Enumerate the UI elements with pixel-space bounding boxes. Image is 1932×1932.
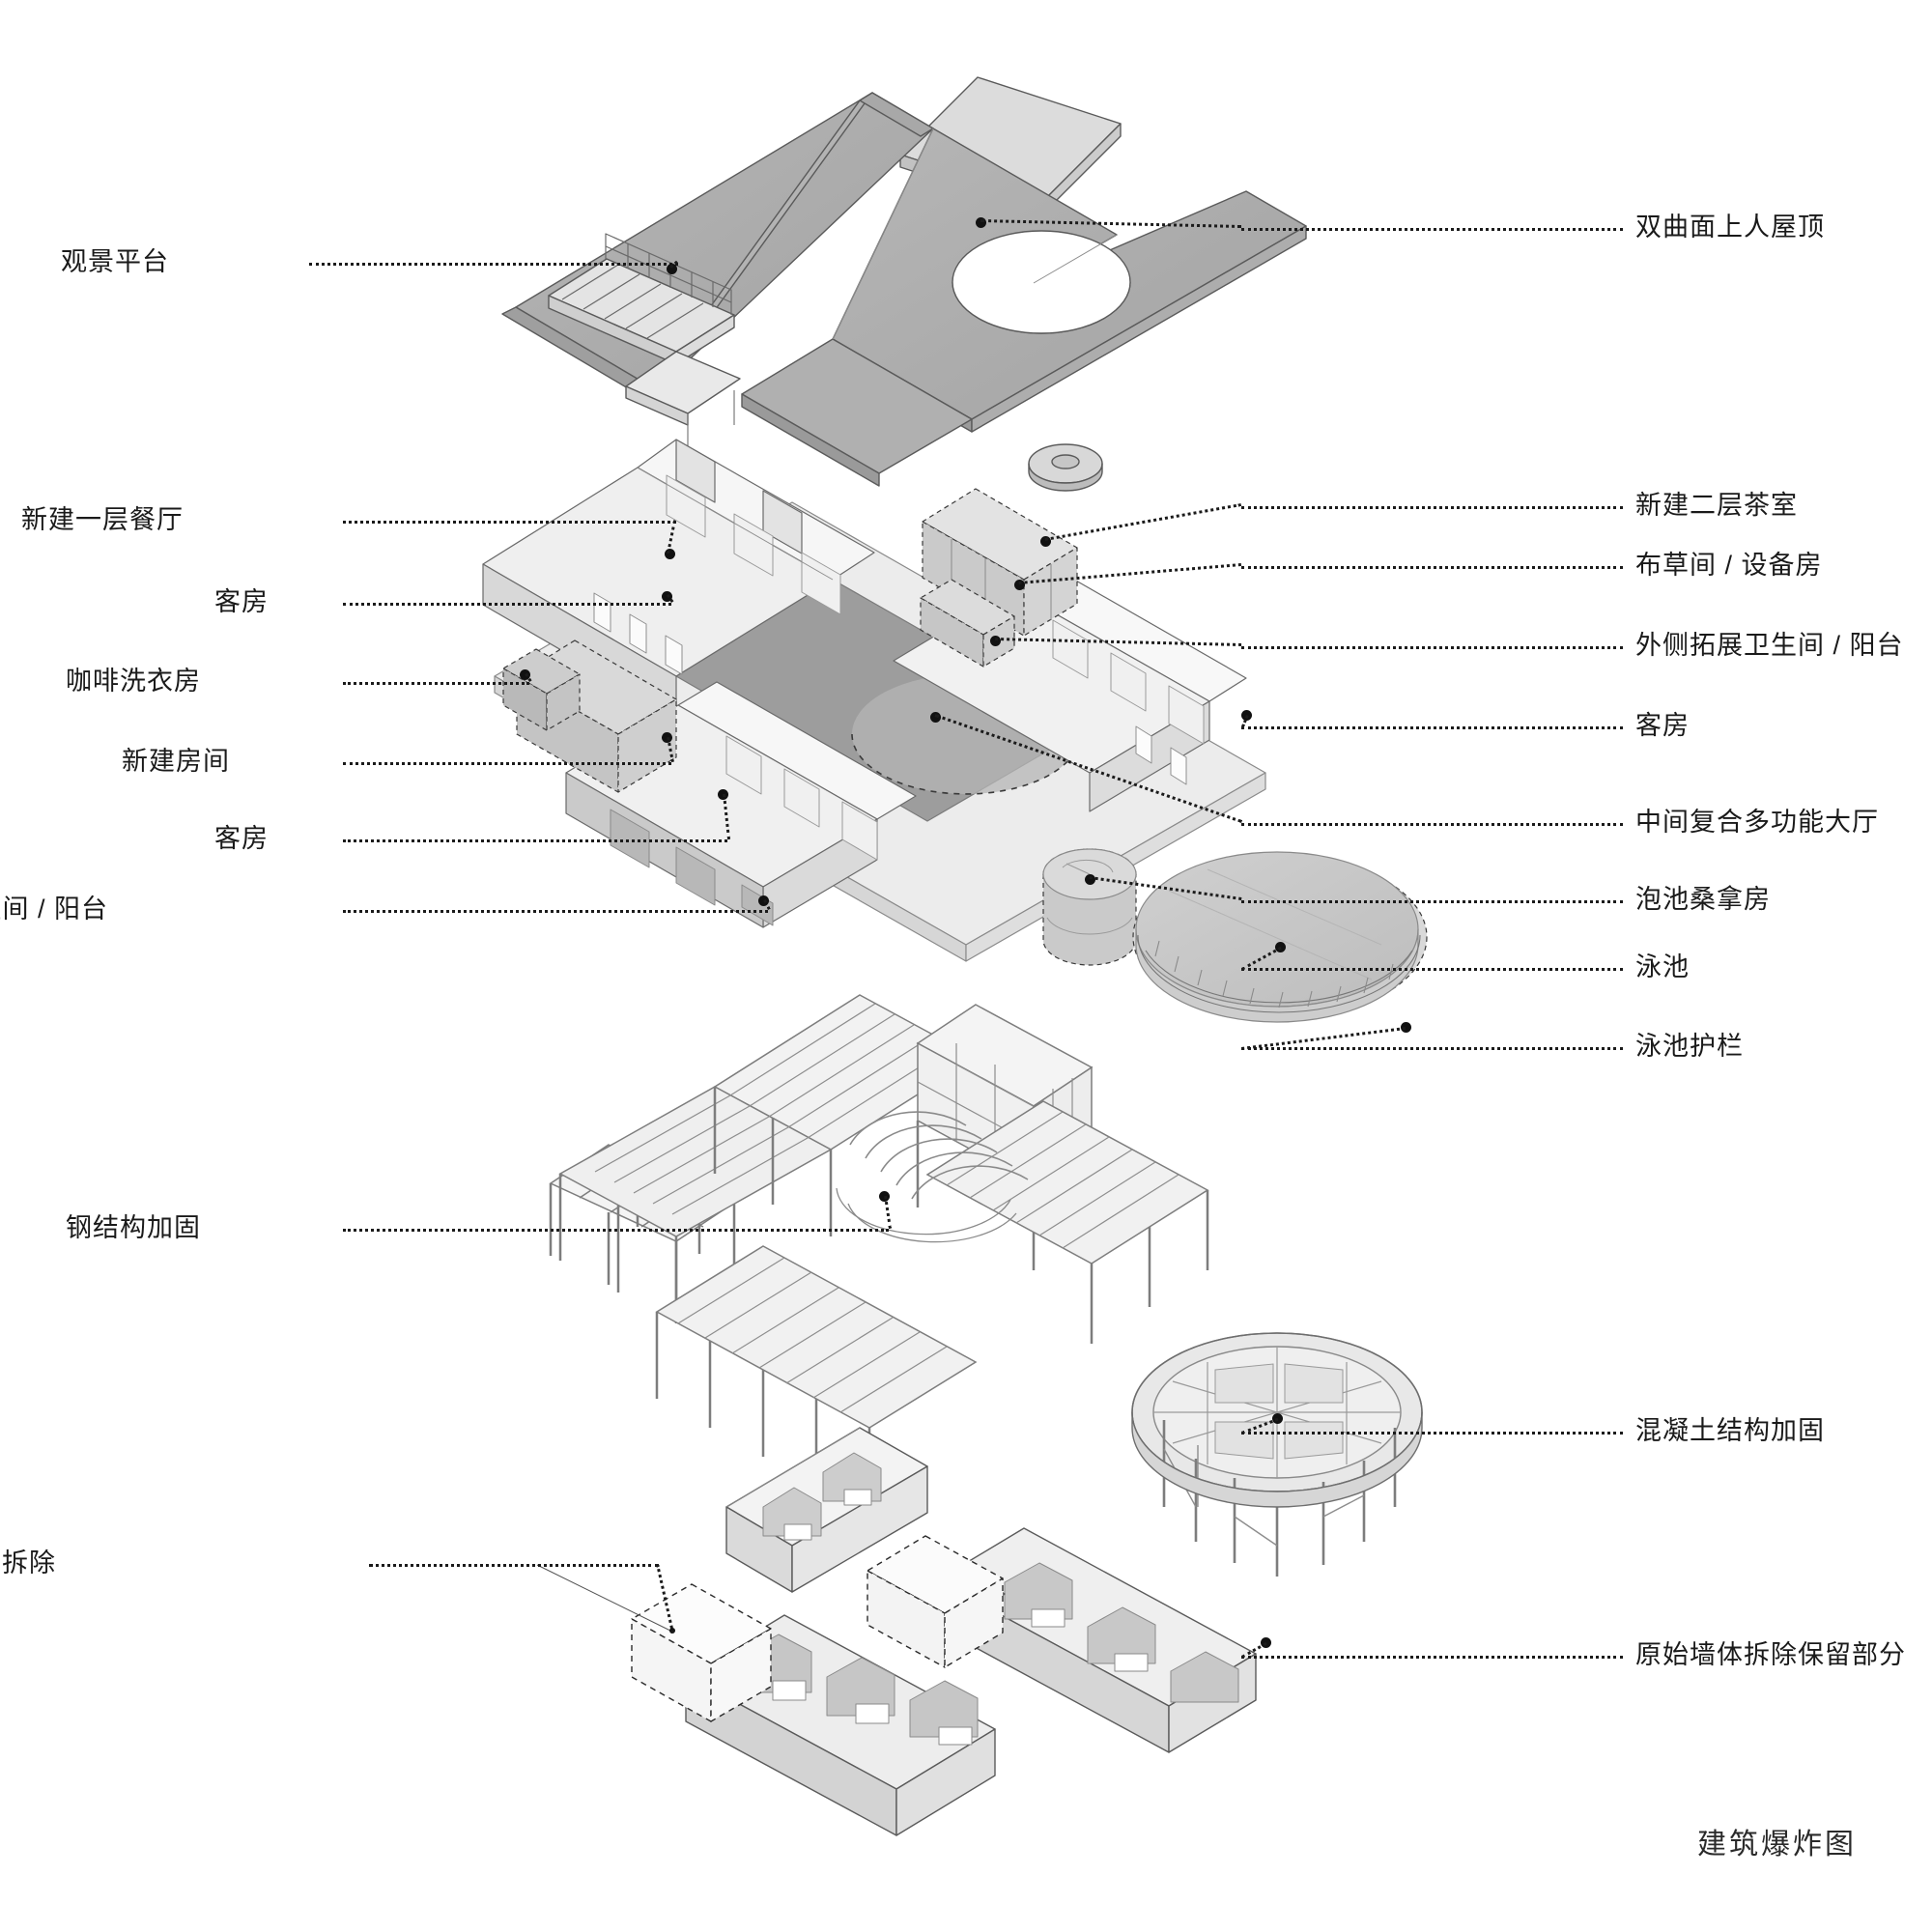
- callout-dot-linen-equipment-room: [1014, 580, 1025, 590]
- callout-leader-steel-reinforcement: [343, 1229, 889, 1232]
- callout-label-outer-bathroom-balcony-right: 外侧拓展卫生间 / 阳台: [1635, 631, 1904, 660]
- roof-hyperbolic-main: [741, 128, 1307, 487]
- diagram-title: 建筑爆炸图: [1697, 1829, 1857, 1861]
- callout-dot-original-wall-retained: [1261, 1637, 1271, 1648]
- callout-label-guestroom-left-1: 客房: [214, 587, 269, 616]
- steel-frame-northwest: [558, 994, 978, 1323]
- callout-dot-pool-railing: [1401, 1022, 1411, 1033]
- callout-dot-outer-bathroom-balcony-left: [758, 895, 769, 906]
- callout-leader-hyperbolic-roof: [1241, 228, 1623, 231]
- layer-concrete-reinforcement: [1131, 1332, 1423, 1577]
- callout-leader-demolition-unstable: [369, 1564, 659, 1567]
- callout-dot-concrete-reinforcement: [1272, 1413, 1283, 1424]
- callout-leader-viewing-platform: [309, 263, 678, 266]
- callout-label-cafe-laundry: 咖啡洗衣房: [66, 667, 201, 696]
- callout-label-guestroom-left-2: 客房: [214, 824, 269, 853]
- callout-label-new-first-floor-dining: 新建一层餐厅: [21, 505, 184, 534]
- callout-leader-outer-bathroom-balcony-right: [1241, 646, 1623, 649]
- callout-dot-new-room: [662, 732, 672, 743]
- callout-leader-hot-tub-sauna: [1241, 900, 1623, 903]
- steel-vault-ribs: [836, 1111, 1029, 1243]
- callout-dot-new-second-floor-teahouse: [1040, 536, 1051, 547]
- callout-label-hot-tub-sauna: 泡池桑拿房: [1635, 885, 1771, 914]
- callout-leader-outer-bathroom-balcony-left: [343, 910, 768, 913]
- callout-leader-guestroom-right: [1241, 726, 1623, 729]
- viewing-platform-roof: [548, 233, 741, 454]
- callout-dot-steel-reinforcement: [879, 1191, 890, 1202]
- callout-label-concrete-reinforcement: 混凝土结构加固: [1635, 1416, 1825, 1445]
- demolition-block-center: [867, 1535, 1004, 1668]
- callout-leader-new-first-floor-dining: [343, 521, 676, 524]
- callout-label-steel-reinforcement: 钢结构加固: [66, 1213, 201, 1242]
- callout-leader-guestroom-left-1: [343, 603, 671, 606]
- layer-roof: [501, 76, 1307, 492]
- steel-roof-southwest: [655, 1245, 978, 1515]
- callout-dot-central-multifunction-hall: [930, 712, 941, 723]
- layer-program: [482, 439, 1428, 1023]
- callout-leader-original-wall-retained: [1241, 1656, 1623, 1659]
- demolition-block-left: [631, 1583, 772, 1722]
- callout-dot-viewing-platform: [667, 264, 677, 274]
- callout-leader-concrete-reinforcement: [1241, 1432, 1623, 1435]
- callout-label-original-wall-retained: 原始墙体拆除保留部分: [1635, 1640, 1906, 1669]
- callout-dot-new-first-floor-dining: [665, 549, 675, 559]
- callout-dot-outer-bathroom-balcony-right: [990, 636, 1001, 646]
- callout-leader-linen-equipment-room: [1241, 566, 1623, 569]
- swimming-pool-volume: [1132, 851, 1428, 1023]
- callout-label-viewing-platform: 观景平台: [61, 247, 169, 276]
- callout-label-guestroom-right: 客房: [1635, 711, 1690, 740]
- callout-label-demolition-unstable: 原建筑土建不稳固部分拆除: [0, 1548, 56, 1577]
- callout-label-swimming-pool: 泳池: [1635, 952, 1690, 981]
- callout-dot-demolition-unstable: [669, 1628, 675, 1634]
- callout-label-new-second-floor-teahouse: 新建二层茶室: [1635, 491, 1798, 520]
- layer-existing-walls: [536, 1427, 1257, 1836]
- callout-leader-swimming-pool: [1241, 968, 1623, 971]
- callout-dot-hyperbolic-roof: [976, 217, 986, 228]
- callout-dot-guestroom-right: [1241, 710, 1252, 721]
- callout-label-pool-railing: 泳池护栏: [1635, 1032, 1744, 1061]
- callout-leader-guestroom-left-2: [343, 839, 727, 842]
- callout-dot-guestroom-left-2: [718, 789, 728, 800]
- callout-leader-new-room: [343, 762, 671, 765]
- callout-dot-hot-tub-sauna: [1085, 874, 1095, 885]
- callout-dot-cafe-laundry: [520, 669, 530, 680]
- existing-wall-northwest: [725, 1427, 928, 1593]
- callout-label-linen-equipment-room: 布草间 / 设备房: [1635, 551, 1823, 580]
- callout-leader-pool-railing: [1241, 1047, 1623, 1050]
- callout-label-hyperbolic-roof: 双曲面上人屋顶: [1635, 213, 1825, 242]
- teahouse-roof-disc: [1028, 443, 1103, 492]
- callout-label-new-room: 新建房间: [122, 747, 230, 776]
- callout-leader-cafe-laundry: [343, 682, 529, 685]
- callout-leader-new-second-floor-teahouse: [1241, 506, 1623, 509]
- callout-label-outer-bathroom-balcony-left: 外侧拓展卫生间 / 阳台: [0, 895, 108, 923]
- callout-dot-guestroom-left-1: [662, 591, 672, 602]
- callout-label-central-multifunction-hall: 中间复合多功能大厅: [1635, 808, 1879, 837]
- callout-dot-swimming-pool: [1275, 942, 1286, 952]
- layer-steel-structure: [549, 994, 1209, 1515]
- steel-roof-northeast: [925, 1100, 1209, 1344]
- hot-tub-sauna-volume: [1042, 848, 1137, 966]
- callout-leader-central-multifunction-hall: [1241, 823, 1623, 826]
